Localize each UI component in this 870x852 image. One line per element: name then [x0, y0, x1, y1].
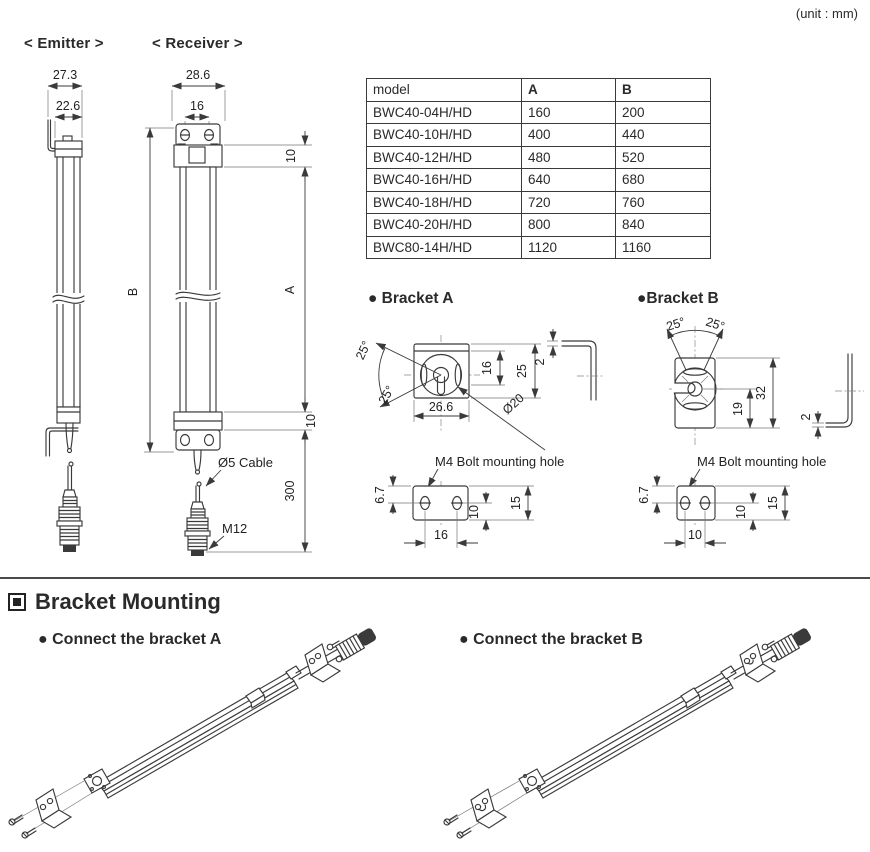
table-header-b: B: [615, 78, 711, 102]
bracket-a-side-view: 2: [533, 329, 605, 401]
bracket-b-dim-6-7: 6.7: [637, 486, 651, 503]
bracket-a-dim-16: 16: [480, 361, 494, 375]
bracket-a-angle-upper: 25°: [353, 339, 374, 362]
connector-label: M12: [222, 521, 247, 536]
bracket-mounting-heading-label: Bracket Mounting: [35, 589, 221, 614]
cell-b: 520: [615, 145, 711, 169]
cell-model: BWC40-12H/HD: [366, 145, 522, 169]
bracket-b-mounting-assembly: [443, 628, 811, 839]
mounting-screws-lower: [8, 814, 37, 839]
bracket-a-hole-dia: Ø20: [500, 391, 527, 417]
connect-bracket-b-heading: ● Connect the bracket B: [459, 631, 643, 648]
section-divider: [0, 577, 870, 579]
cell-a: 720: [521, 190, 616, 214]
cell-a: 400: [521, 123, 616, 147]
bracket-b-bottom-view: M4 Bolt mounting hole 6.7 10 15 10: [637, 454, 826, 548]
cell-model: BWC80-14H/HD: [366, 235, 522, 259]
cell-b: 680: [615, 168, 711, 192]
receiver-a-dim: A: [283, 285, 297, 294]
emitter-m12-connector: [56, 461, 83, 552]
bracket-b-m4-label: M4 Bolt mounting hole: [697, 454, 826, 469]
emitter-overall-width-dim: 27.3: [53, 68, 77, 82]
cell-model: BWC40-04H/HD: [366, 100, 522, 124]
cell-a: 480: [521, 145, 616, 169]
cell-a: 800: [521, 213, 616, 237]
bracket-b-dim-32: 32: [754, 386, 768, 400]
bracket-a-front-view: 25° 25° 16 25 26.6 Ø20: [353, 335, 546, 451]
cell-a: 1120: [521, 235, 616, 259]
bracket-a-dim-10: 10: [467, 505, 481, 519]
receiver-bottom-offset-dim: 10: [304, 414, 318, 428]
receiver-hole-spacing-dim: 16: [190, 99, 204, 113]
bracket-a-dim-25: 25: [515, 364, 529, 378]
emitter-body-width-dim: 22.6: [56, 99, 80, 113]
table-header-a: A: [521, 78, 616, 102]
cell-model: BWC40-20H/HD: [366, 213, 522, 237]
bracket-a-bottom-view: M4 Bolt mounting hole 6.7 10 15 16: [373, 454, 564, 548]
bracket-a-title: ● Bracket A: [368, 290, 454, 307]
cable-label: Ø5 Cable: [218, 455, 273, 470]
cell-b: 200: [615, 100, 711, 124]
cell-b: 440: [615, 123, 711, 147]
bracket-b-dim-15: 15: [766, 496, 780, 510]
bracket-a-mounting-assembly: [8, 628, 376, 839]
bracket-b-side-view: 2: [799, 353, 864, 439]
bracket-a-thickness-dim: 2: [533, 358, 547, 365]
mounting-screws-lower: [443, 814, 472, 839]
receiver-top-offset-dim: 10: [284, 149, 298, 163]
unit-label: (unit : mm): [795, 6, 858, 21]
bracket-b-angle-left: 25°: [665, 315, 687, 334]
table-header-row: model A B: [366, 78, 711, 102]
bracket-b-title: ●Bracket B: [637, 290, 719, 307]
bracket-a-dim-15: 15: [509, 496, 523, 510]
section-square-icon: [8, 593, 26, 611]
emitter-receiver-dimension-drawing: 27.3 22.6: [45, 68, 318, 556]
bracket-b-dim-19: 19: [731, 402, 745, 416]
bracket-a-dim-6-7: 6.7: [373, 486, 387, 503]
bracket-b-front-view: 25° 25° 19 32: [665, 315, 780, 446]
bracket-a-mounting-drawing: [8, 628, 376, 839]
receiver-overall-width-dim: 28.6: [186, 68, 210, 82]
cell-model: BWC40-16H/HD: [366, 168, 522, 192]
cell-model: BWC40-10H/HD: [366, 123, 522, 147]
emitter-title: < Emitter >: [24, 35, 104, 52]
cell-b: 1160: [615, 235, 711, 259]
bracket-b-dim-pitch: 10: [688, 528, 702, 542]
bracket-a-dim-26-6: 26.6: [429, 400, 453, 414]
connect-bracket-a-heading: ● Connect the bracket A: [38, 631, 222, 648]
bracket-mounting-heading: Bracket Mounting: [8, 589, 221, 615]
bracket-b-dim-10: 10: [734, 505, 748, 519]
bracket-b-mounting-drawing: [443, 628, 811, 839]
receiver-m12-connector: [184, 481, 211, 556]
bracket-b-angle-right: 25°: [704, 315, 726, 334]
receiver-cable-length-dim: 300: [283, 481, 297, 502]
receiver-b-dim: B: [126, 288, 140, 296]
bracket-b-drawing: 25° 25° 19 32 2 M4 Bolt mounting hole 6.…: [637, 315, 864, 548]
cell-a: 640: [521, 168, 616, 192]
bracket-a-m4-label: M4 Bolt mounting hole: [435, 454, 564, 469]
bracket-a-drawing: 25° 25° 16 25 26.6 Ø20 2 M4 Bolt mountin…: [353, 329, 605, 548]
bracket-a-angle-lower: 25°: [376, 383, 398, 406]
emitter-drawing: 27.3 22.6: [45, 68, 85, 552]
cell-a: 160: [521, 100, 616, 124]
table-header-model: model: [366, 78, 522, 102]
cell-model: BWC40-18H/HD: [366, 190, 522, 214]
receiver-title: < Receiver >: [152, 35, 243, 52]
bracket-a-dim-pitch: 16: [434, 528, 448, 542]
receiver-drawing: 28.6 16: [126, 68, 318, 556]
cell-b: 760: [615, 190, 711, 214]
bracket-b-thickness-dim: 2: [799, 413, 813, 420]
cell-b: 840: [615, 213, 711, 237]
